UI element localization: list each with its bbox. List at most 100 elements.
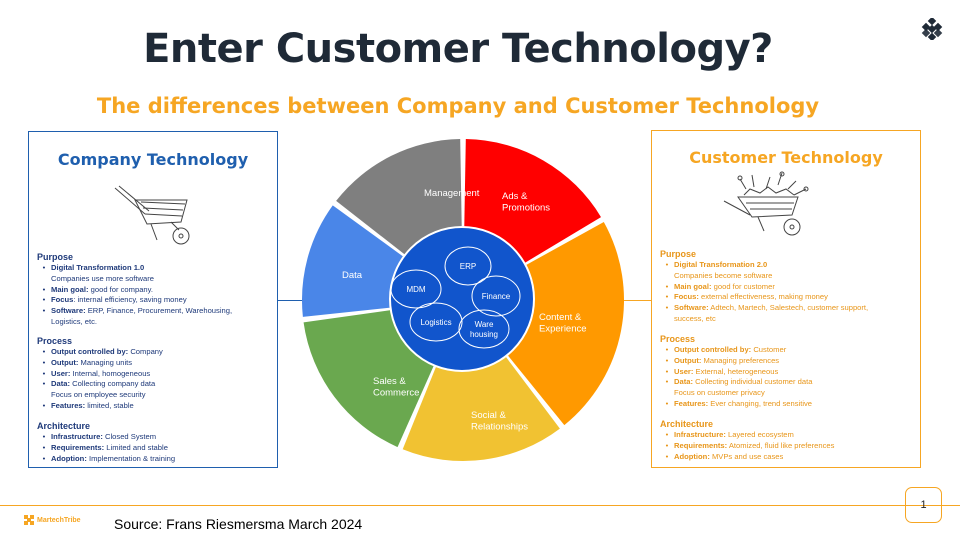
list-item-text: Adoption: MVPs and use cases [674,452,783,463]
list-item-label: Output: [51,357,79,367]
list-item-continuation: success, etc [674,313,716,323]
list-item-text: Digital Transformation 2.0 [674,260,767,271]
list-item-value: Ever changing, trend sensitive [708,398,813,408]
page-subtitle: The differences between Company and Cust… [96,94,820,118]
list-item-label: Data: [51,379,70,389]
bullet-icon: • [42,453,46,463]
list-item-label: Digital Transformation 1.0 [51,263,145,272]
list-item: •Requirements: Limited and stable [37,443,273,454]
list-item-label: Main goal: [51,284,89,294]
list-item: •Software: Adtech, Martech, Salestech, c… [660,303,916,314]
list-item-value: Customer [751,345,787,354]
bullet-icon: • [665,355,669,365]
bullet-icon: • [665,303,669,313]
core-bubble-mdm [390,269,442,309]
list-item-label: User: [674,366,694,376]
list-item: •Data: Collecting individual customer da… [660,377,916,388]
list-item: • Data: Collecting company data [37,379,273,390]
list-item-value: limited, stable [85,400,134,410]
core-bubble-finance [471,275,521,317]
wheelbarrow-icon [114,185,190,245]
wheel-label-social-relationships: Social &Relationships [471,410,528,433]
list-item-text: Output: Managing preferences [674,356,779,367]
customer-technology-heading: Customer Technology [689,148,883,167]
list-item-text: Focus: internal efficiency, saving money [51,295,187,306]
list-item-value: Collecting individual customer data [693,377,813,387]
list-item-label: Focus [51,295,74,305]
company-process-title: Process [37,336,73,346]
list-item-label: Features: [674,398,709,408]
list-item-label: User: [51,368,71,378]
list-item-text: Infrastructure: Closed System [51,432,156,443]
list-item-text: Main goal: good for customer [674,282,775,293]
bullet-icon: • [665,451,669,461]
customer-purpose-title: Purpose [660,249,697,259]
list-item-label: Main goal: [674,281,712,291]
list-item: • Output: Managing units [37,358,273,369]
core-bubble-logistics [409,302,463,342]
wheel-segment-social-relationships [402,300,560,462]
list-item: •Digital Transformation 2.0 [660,260,916,271]
list-item-label: Output controlled by: [51,347,129,356]
list-item: • Adoption: MVPs and use cases [660,452,916,463]
wheel-label-content-experience: Content &Experience [539,312,587,335]
list-item: •Digital Transformation 1.0 [37,263,273,274]
list-item-value: Managing preferences [701,355,780,365]
list-item-text: Focus: external effectiveness, making mo… [674,292,828,303]
list-item: •Adoption: Implementation & training [37,454,273,465]
list-item-value: Managing units [78,357,133,367]
list-item: • Focus: external effectiveness, making m… [660,292,916,303]
list-item: •User: External, heterogeneous [660,367,916,378]
bullet-icon: • [42,379,46,389]
list-item-text: Requirements: Limited and stable [51,443,168,454]
wheel-label-data: Data [342,270,363,281]
source-citation: Source: Frans Riesmersma March 2024 [114,516,363,532]
list-item-text: Output: Managing units [51,358,132,369]
list-item-continuation: Focus on employee security [51,390,146,400]
list-item-text: Software: ERP, Finance, Procurement, War… [51,306,232,317]
list-item-text: User: External, heterogeneous [674,367,778,378]
list-item: • Main goal: good for company. [37,285,273,296]
list-item-text: Features: Ever changing, trend sensitive [674,399,812,410]
list-item-value: : internal efficiency, saving money [73,295,187,305]
list-item-label: Requirements: [51,442,105,452]
bullet-icon: • [665,430,669,439]
customer-architecture-title: Architecture [660,419,714,429]
bullet-icon: • [665,440,669,450]
list-item-value: good for company. [88,284,153,294]
list-item: •Focus: internal efficiency, saving mone… [37,295,273,306]
list-item: •Software: ERP, Finance, Procurement, Wa… [37,306,273,317]
bullet-icon: • [42,284,46,294]
bullet-icon: • [665,292,669,302]
list-item-value: External, heterogeneous [693,366,779,376]
wheel-label-ads-promotions: Ads &Promotions [502,191,550,214]
core-label-finance: Finance [482,292,511,301]
list-item-label: Software: [51,306,86,316]
list-item-value: Collecting company data [70,379,156,389]
company-technology-heading: Company Technology [57,150,249,169]
list-item-value: Internal, homogeneous [70,368,151,378]
brand-name: MartechTribe [37,516,81,524]
bullet-icon: • [42,357,46,367]
list-item: •Output controlled by: Customer [660,345,916,356]
bullet-icon: • [665,345,669,354]
list-item-continuation: Companies become software [674,270,773,280]
list-item-value: Closed System [102,432,157,441]
list-item-label: Requirements: [674,440,728,450]
list-item-value: Implementation & training [86,453,176,463]
list-item-value: good for customer [711,281,775,291]
core-label-erp: ERP [460,262,476,271]
customer-process-title: Process [660,334,696,344]
list-item: •User: Internal, homogeneous [37,369,273,380]
list-item-label: Adoption: [674,451,710,461]
wheel-label-management: Management [424,188,480,199]
list-item: •Features: limited, stable [37,401,273,412]
bullet-icon: • [42,400,46,410]
company-architecture-title: Architecture [37,421,91,431]
list-item-label: Infrastructure: [674,430,726,439]
list-item: •Features: Ever changing, trend sensitiv… [660,399,916,410]
footer-divider [0,505,960,506]
